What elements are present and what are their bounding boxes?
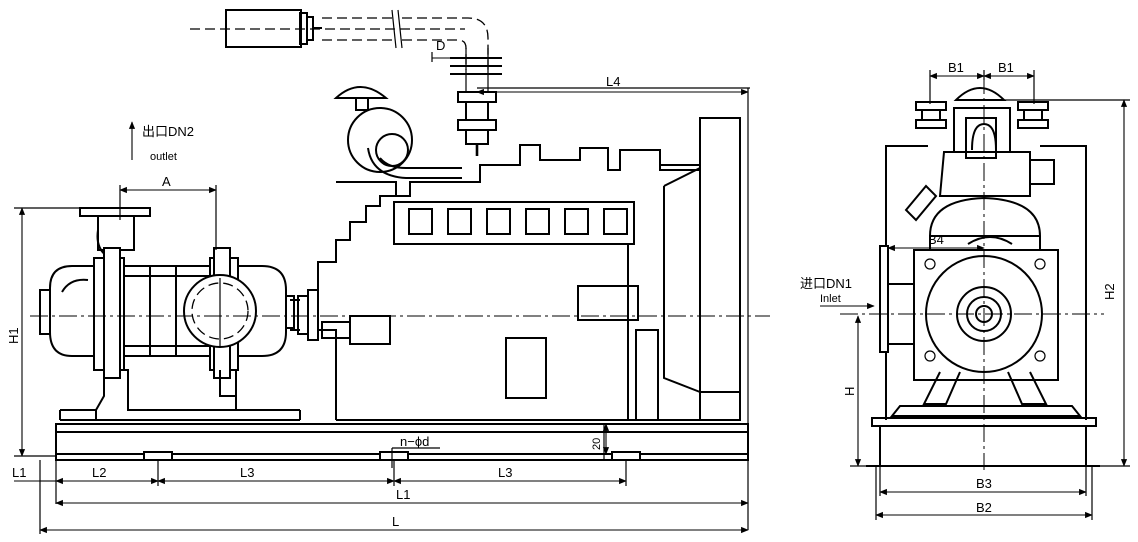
inlet-sub-label: Inlet (820, 293, 841, 305)
exhaust-pipe-flanges (450, 48, 502, 156)
side-base (866, 405, 1100, 467)
outlet-label: 出口DN2 (142, 124, 194, 139)
dim-B2: B2 (976, 500, 992, 515)
inlet-label: 进口DN1 (800, 276, 852, 291)
dim-L3-a: L3 (240, 465, 254, 480)
dim-D: D (436, 38, 445, 53)
inlet-flange (879, 245, 889, 353)
radiator (660, 117, 741, 421)
dim-B1-b: B1 (998, 60, 1014, 75)
side-pump (913, 196, 1059, 405)
dim-L1-total: L1 (396, 487, 410, 502)
dim-H2: H2 (1102, 283, 1117, 300)
dim-B4: B4 (928, 232, 944, 247)
dim-A: A (162, 174, 171, 189)
exhaust-muffler (190, 9, 489, 70)
dim-20: 20 (591, 438, 603, 450)
dim-H1: H1 (6, 327, 21, 344)
dim-B3: B3 (976, 476, 992, 491)
dim-n-phi-d: n−ϕd (400, 434, 429, 449)
dim-L3-b: L3 (498, 465, 512, 480)
multistage-pump (39, 207, 301, 421)
diesel-engine (317, 144, 700, 421)
front-view: 出口DN2 outlet A D L4 H1 n−ϕd 20 L1 L2 L3 … (6, 9, 770, 534)
dim-B1-a: B1 (948, 60, 964, 75)
turbocharger (333, 86, 462, 179)
side-turbo (904, 87, 1055, 222)
dim-H: H (842, 387, 857, 396)
dim-L: L (392, 514, 399, 529)
side-view: B1 B1 B4 H2 H 进口DN1 Inlet B3 B2 (800, 60, 1130, 520)
dim-L2: L2 (92, 465, 106, 480)
dim-L1-left: L1 (12, 465, 26, 480)
outlet-sub-label: outlet (150, 151, 177, 163)
side-dimensions (820, 70, 1130, 520)
front-dimensions (14, 52, 750, 534)
dim-L4: L4 (606, 74, 620, 89)
